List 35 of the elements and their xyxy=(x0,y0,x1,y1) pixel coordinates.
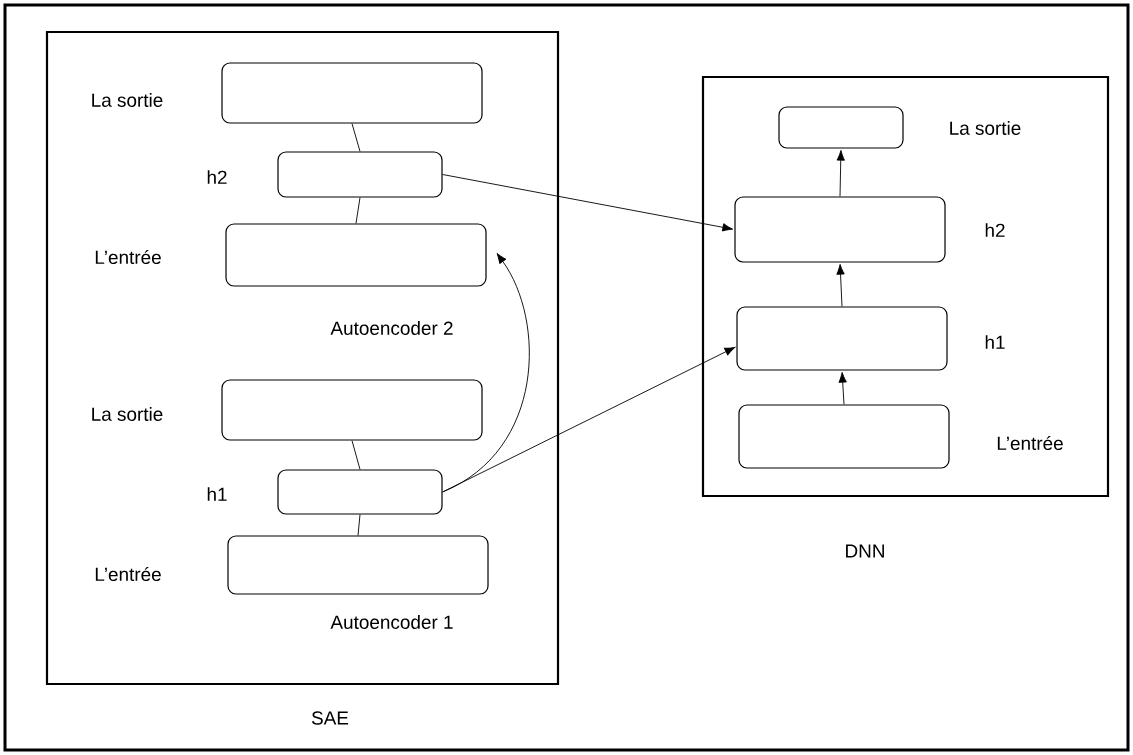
autoencoder-label: Autoencoder 1 xyxy=(330,615,453,629)
connector xyxy=(838,372,847,405)
connector xyxy=(836,150,845,197)
layer-label: La sortie xyxy=(950,121,1021,135)
layer-label: h2 xyxy=(207,170,227,184)
connector xyxy=(442,253,530,493)
layer-box xyxy=(778,106,904,149)
layer-box xyxy=(738,404,950,469)
layer-box xyxy=(277,151,443,198)
layer-label: L’entrée xyxy=(997,435,1063,451)
layer-box xyxy=(225,223,487,287)
layer-label: L’entrée xyxy=(95,566,161,582)
layer-label: h2 xyxy=(985,223,1005,237)
layer-box xyxy=(277,469,443,515)
layer-box xyxy=(221,379,483,441)
layer-label: La sortie xyxy=(92,93,163,107)
layer-label: La sortie xyxy=(92,407,163,421)
connector xyxy=(351,440,361,470)
connector xyxy=(355,197,361,224)
connector xyxy=(442,174,734,232)
autoencoder-label: Autoencoder 2 xyxy=(330,321,453,335)
layer-box xyxy=(227,535,489,595)
connector xyxy=(836,264,845,307)
layer-label: h1 xyxy=(207,487,227,501)
panel-title: DNN xyxy=(846,544,884,558)
layer-label: L’entrée xyxy=(95,249,161,265)
layer-box xyxy=(736,306,948,371)
connector xyxy=(351,123,361,152)
panel xyxy=(701,75,1110,498)
panel-title: SAE xyxy=(311,711,349,725)
layer-label: h1 xyxy=(985,335,1005,349)
panel xyxy=(45,30,560,686)
connector xyxy=(357,514,361,536)
layer-box xyxy=(221,62,483,124)
layer-box xyxy=(734,196,946,263)
